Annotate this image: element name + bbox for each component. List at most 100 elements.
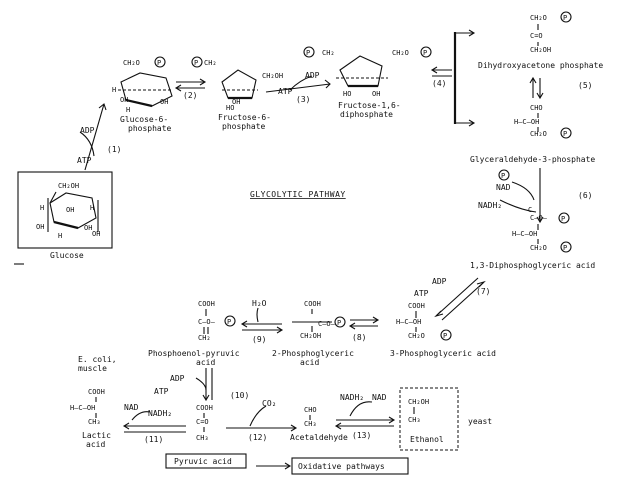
svg-text:OH: OH: [66, 206, 74, 214]
fructose-16-diphosphate-structure: P CH₂ CH₂O P HO OH: [303, 46, 432, 98]
svg-text:OH: OH: [36, 223, 44, 231]
h3po4-p: P: [501, 172, 505, 180]
step-13-arrow: [334, 401, 396, 430]
atp-7: ATP: [414, 289, 429, 298]
atp-3: ATP: [278, 87, 293, 96]
fructose-16-diphosphate-label: Fructose-1,6- diphosphate: [338, 101, 405, 119]
step-7-label: (7): [476, 287, 490, 296]
diphosphoglyceric-acid-label: 1,3-Diphosphoglyceric acid: [470, 261, 595, 270]
svg-text:OH: OH: [372, 90, 380, 98]
step-7-arrow: [434, 277, 486, 321]
svg-text:H—C—OH: H—C—OH: [512, 230, 537, 238]
svg-text:H: H: [40, 204, 44, 212]
svg-text:OH: OH: [120, 96, 128, 104]
lactic-line1: Lactic: [82, 431, 111, 440]
svg-text:COOH: COOH: [304, 300, 321, 308]
glucose-6-phosphate-label: Glucose-6- phosphate: [120, 115, 173, 133]
nad-11: NAD: [124, 403, 139, 412]
svg-text:CH₂OH: CH₂OH: [530, 46, 551, 54]
phosphoglyceric-2-structure: COOH C—O— P CH₂OH: [292, 300, 346, 340]
f6p-line2: phosphate: [222, 122, 266, 131]
svg-text:C—O—: C—O—: [530, 214, 548, 222]
svg-text:P: P: [563, 244, 567, 252]
svg-text:C—O—: C—O—: [198, 318, 216, 326]
svg-text:P: P: [563, 130, 567, 138]
step-11-label: (11): [144, 435, 163, 444]
step-9-label: (9): [252, 335, 266, 344]
svg-text:C: C: [528, 206, 532, 214]
step-1-arrow: [79, 103, 107, 171]
svg-text:C—O—: C—O—: [318, 320, 336, 328]
svg-text:CH₂O: CH₂O: [530, 14, 547, 22]
pg2-line1: 2-Phosphoglyceric: [272, 349, 354, 358]
fdp-line1: Fructose-1,6-: [338, 101, 401, 110]
glucose-box: [17, 171, 113, 249]
nadh2-11: NADH₂: [148, 409, 172, 418]
phosphoglyceric-2-label: 2-Phosphoglyceric acid: [272, 349, 359, 367]
co2-12: CO₂: [262, 399, 276, 408]
g6p-line2: phosphate: [128, 124, 172, 133]
phosphoenol-pyruvic-label: Phosphoenol-pyruvic acid: [148, 349, 244, 367]
svg-text:CH₂OH: CH₂OH: [262, 72, 283, 80]
phosphoglyceric-3-structure: COOH H—C—OH CH₂O P: [396, 302, 452, 341]
adp-1: ADP: [80, 126, 95, 135]
fructose-6-phosphate-label: Fructose-6- phosphate: [218, 113, 276, 131]
svg-text:P: P: [227, 318, 231, 326]
acetaldehyde-structure: CHO CH₃: [304, 406, 317, 428]
svg-text:CH₃: CH₃: [196, 434, 209, 442]
svg-text:H—C—OH: H—C—OH: [514, 118, 539, 126]
svg-text:HO: HO: [343, 90, 351, 98]
yeast-label: yeast: [468, 417, 492, 426]
svg-text:CH₂: CH₂: [204, 59, 217, 67]
svg-text:CH₂O: CH₂O: [392, 49, 409, 57]
fructose-6-phosphate-structure: P CH₂ CH₂OH OH HO: [191, 56, 283, 112]
dihydroxyacetone-phosphate-structure: CH₂O P C=O CH₂OH: [530, 11, 572, 54]
step-2-label: (2): [183, 91, 197, 100]
svg-text:P: P: [337, 319, 341, 327]
glucose-label: Glucose: [50, 251, 84, 260]
pyruvic-acid-label: Pyruvic acid: [174, 457, 232, 466]
svg-text:CH₂: CH₂: [322, 49, 335, 57]
glyceraldehyde-3-phosphate-structure: CHO H—C—OH CH₂O P: [514, 104, 572, 139]
adp-3: ADP: [305, 71, 320, 80]
svg-text:CH₂: CH₂: [198, 334, 211, 342]
pep-line1: Phosphoenol-pyruvic: [148, 349, 240, 358]
step-1-label: (1): [107, 145, 121, 154]
step-12-label: (12): [248, 433, 267, 442]
h3po4-circle: [498, 169, 510, 181]
step-13-label: (13): [352, 431, 371, 440]
step-11-arrow: [122, 411, 186, 433]
svg-text:COOH: COOH: [196, 404, 213, 412]
svg-text:OH: OH: [84, 224, 92, 232]
diphosphoglyceric-acid-structure: C—O— P C H—C—OH CH₂O P: [512, 206, 572, 253]
step-8-label: (8): [352, 333, 366, 342]
step-5-label: (5): [578, 81, 592, 90]
adp-7: ADP: [432, 277, 447, 286]
oxidative-pathways-label: Oxidative pathways: [298, 462, 385, 471]
lactic-acid-structure: COOH H—C—OH CH₃: [70, 388, 105, 426]
svg-text:C=O: C=O: [196, 418, 209, 426]
step-4-arrow: [430, 29, 476, 127]
acetaldehyde-label: Acetaldehyde: [290, 433, 348, 442]
pyruvate-structure: COOH C=O CH₃: [196, 404, 213, 442]
ethanol-label: Ethanol: [410, 435, 444, 444]
step-12-arrow: [226, 405, 298, 432]
step-4-label: (4): [432, 79, 446, 88]
svg-text:COOH: COOH: [88, 388, 105, 396]
svg-text:OH: OH: [160, 98, 168, 106]
svg-text:CH₂O: CH₂O: [408, 332, 425, 340]
svg-text:COOH: COOH: [198, 300, 215, 308]
svg-text:CH₂OH: CH₂OH: [300, 332, 321, 340]
step-9-arrow: [240, 307, 284, 334]
phosphoenol-pyruvic-structure: COOH C—O— P CH₂: [198, 300, 236, 342]
fdp-line2: diphosphate: [340, 110, 393, 119]
oxidative-pathways-box: [291, 457, 409, 475]
diagram-title: GLYCOLYTIC PATHWAY: [250, 190, 346, 199]
svg-text:CH₃: CH₃: [88, 418, 101, 426]
lactic-acid-label: Lactic acid: [82, 431, 116, 449]
nad-6: NAD: [496, 183, 511, 192]
svg-text:CH₂O: CH₂O: [123, 59, 140, 67]
pyruvic-acid-box: [165, 453, 247, 469]
svg-text:P: P: [563, 14, 567, 22]
